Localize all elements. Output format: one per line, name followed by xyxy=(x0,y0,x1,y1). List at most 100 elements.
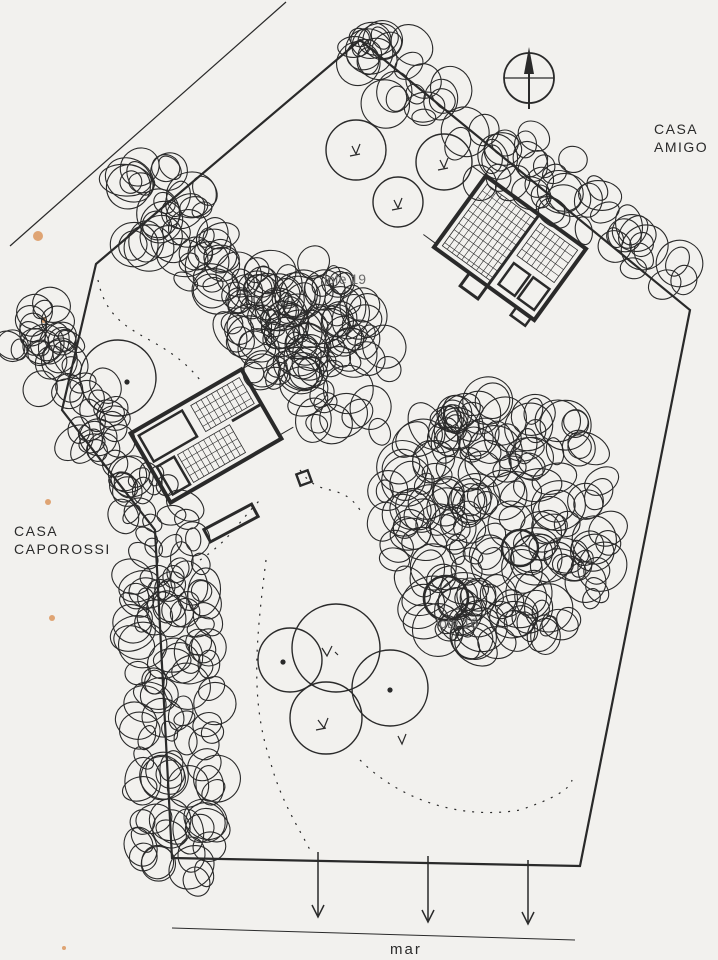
house-plan-icon xyxy=(127,360,294,506)
vegetation-scribble xyxy=(589,201,620,224)
vegetation-scribble xyxy=(524,583,574,633)
vegetation-scribble xyxy=(0,330,26,360)
vegetation-scribble xyxy=(393,51,424,80)
vegetation-scribble xyxy=(108,472,137,492)
vegetation-scribble xyxy=(362,324,407,369)
tree-icon xyxy=(500,528,540,568)
vegetation-scribble xyxy=(185,802,226,843)
vegetation-scribble xyxy=(67,416,91,444)
vegetation-scribble xyxy=(170,541,194,579)
vegetation-scribble xyxy=(411,603,464,657)
vegetation-scribble xyxy=(501,545,543,594)
vegetation-scribble xyxy=(260,322,286,338)
vegetation-scribble xyxy=(633,242,654,269)
vegetation-scribble xyxy=(293,322,332,359)
vegetation-scribble xyxy=(22,370,58,408)
tree-icon xyxy=(372,176,424,228)
vegetation-scribble xyxy=(474,382,511,420)
lot-label-lower: lote 16 xyxy=(436,615,478,631)
vegetation-scribble xyxy=(185,527,202,552)
vegetation-scribble xyxy=(202,222,240,250)
vegetation-scribble xyxy=(144,537,164,558)
vegetation-scribble xyxy=(236,270,276,310)
vegetation-scribble xyxy=(271,272,318,319)
vegetation-scribble xyxy=(578,180,623,211)
tree-icon xyxy=(79,339,157,417)
vegetation-scribble xyxy=(192,831,227,863)
vegetation-scribble xyxy=(263,366,291,385)
vegetation-scribble xyxy=(510,393,556,436)
vegetation-scribble xyxy=(119,170,143,194)
vegetation-scribble xyxy=(478,396,527,446)
tree-marks xyxy=(124,143,449,746)
vegetation-scribble xyxy=(192,273,230,309)
vegetation-scribble xyxy=(449,625,481,660)
vegetation-scribble xyxy=(379,529,414,563)
vegetation-scribble xyxy=(464,439,512,488)
shed-outline xyxy=(294,468,314,488)
vegetation-scribble xyxy=(200,721,225,744)
vegetation-scribble xyxy=(508,450,544,481)
sea-line xyxy=(171,927,576,941)
lot-boundary xyxy=(60,38,692,868)
vegetation-scribble xyxy=(326,346,362,372)
vegetation-scribble xyxy=(140,845,177,882)
lot-label-upper: lote 19 xyxy=(324,271,366,287)
vegetation-scribble xyxy=(139,677,179,714)
vegetation-scribble xyxy=(349,385,392,430)
vegetation-scribble xyxy=(135,803,173,835)
vegetation-scribble xyxy=(341,304,383,340)
vegetation-scribble xyxy=(274,264,303,304)
vegetation-scribble xyxy=(52,340,89,379)
vegetation-scribble xyxy=(283,352,325,391)
tree-icon xyxy=(351,649,429,727)
vegetation-scribble xyxy=(178,252,200,273)
vegetation-scribble xyxy=(173,710,196,727)
vegetation-scribble xyxy=(385,85,408,112)
vegetation-scribble xyxy=(360,79,411,129)
vegetation-scribble xyxy=(146,591,187,638)
vegetation-scribble xyxy=(141,210,173,241)
vegetation-scribble xyxy=(483,420,515,461)
neighbor-label-top-line1: CASA xyxy=(654,121,698,137)
vegetation-scribble xyxy=(407,402,446,450)
vegetation-scribble xyxy=(243,257,270,284)
vegetation-scribble xyxy=(250,304,281,346)
vegetation-scribble xyxy=(167,209,209,248)
vegetation-scribble xyxy=(665,246,690,277)
vegetation-scribble xyxy=(185,628,213,656)
vegetation-scribble xyxy=(558,145,588,173)
vegetation-scribble xyxy=(54,424,94,462)
vegetation-scribble xyxy=(499,480,526,508)
vegetation-scribble xyxy=(123,826,158,867)
vegetation-scribble xyxy=(437,578,478,619)
vegetation-scribble xyxy=(607,218,642,253)
vegetation-scribble xyxy=(460,596,487,622)
vegetation-scribble xyxy=(611,214,657,252)
vegetation-scribble xyxy=(401,526,448,562)
vegetation-scribble xyxy=(136,188,181,239)
vegetation-scribble xyxy=(112,604,152,644)
vegetation-scribble xyxy=(118,230,148,261)
vegetation-scribble xyxy=(362,20,404,61)
vegetation-scribble xyxy=(423,78,459,121)
vegetation-scribble xyxy=(514,569,553,619)
vegetation-scribble xyxy=(152,648,192,673)
vegetation-scribble xyxy=(227,289,253,315)
vegetation-scribble xyxy=(294,397,332,443)
vegetation-scribble xyxy=(192,175,218,206)
vegetation-scribble xyxy=(445,533,468,555)
vegetation-scribble xyxy=(162,565,185,589)
vegetation-scribble xyxy=(477,133,519,180)
vegetation-scribble xyxy=(265,361,289,390)
tree-icon xyxy=(291,603,381,693)
vegetation-scribble xyxy=(226,315,273,361)
vegetation-scribble xyxy=(567,434,592,459)
vegetation-scribble xyxy=(376,70,413,113)
vegetation-scribble xyxy=(122,504,141,525)
vegetation-scribble xyxy=(160,642,201,684)
vegetation-scribble xyxy=(158,155,182,181)
vegetation-scribble xyxy=(491,129,519,157)
